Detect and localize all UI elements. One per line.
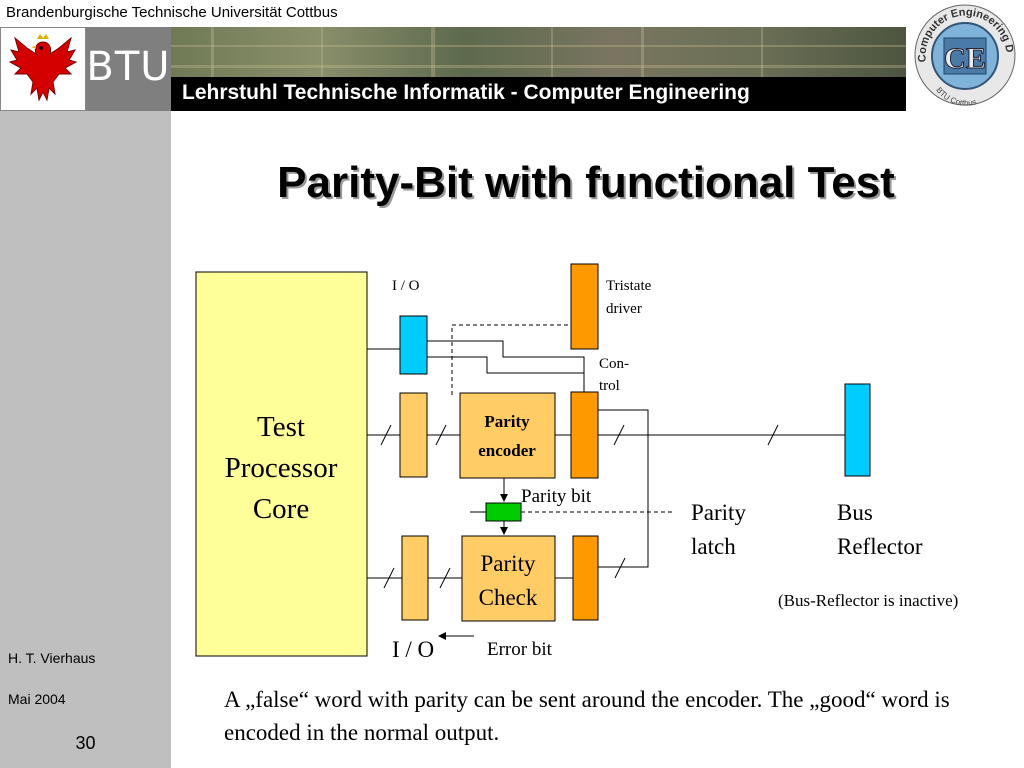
parity-latch-label-line-2: latch [691,534,736,559]
sidebar [0,110,171,768]
reflector-note: (Bus-Reflector is inactive) [778,591,958,610]
parity-check-block [461,535,556,622]
control-label-line-1: Con- [599,356,629,372]
control-label-line-2: trol [599,378,620,394]
input-driver [572,535,599,621]
ce-department-logo: Computer Engineering Dept. BTU Cottbus C… [906,0,1016,108]
processor-label-line-2: Processor [225,452,338,484]
check-label-line-1: Parity [481,551,536,576]
btu-logo-box [86,27,171,111]
processor-label-line-1: Test [257,411,305,443]
input-register [401,535,429,621]
footer-author: H. T. Vierhaus [8,650,96,666]
parity-latch-label-line-1: Parity [691,500,746,525]
bus-slashes [380,424,779,589]
bus-reflector-label-line-2: Reflector [837,534,923,559]
tristate-driver-block [570,263,599,350]
error-bit-label: Error bit [487,639,553,660]
page-number: 30 [75,733,96,753]
check-label-line-2: Check [479,585,538,610]
parity-latch-block [485,502,522,522]
parity-bit-label: Parity bit [521,486,592,507]
wires [367,340,845,640]
footer-date: Mai 2004 [8,691,66,707]
chair-banner [171,77,906,111]
parity-encoder-block [459,392,556,479]
output-register [399,392,428,478]
encoder-label-line-1: Parity [484,412,530,431]
processor-label-line-3: Core [253,493,309,525]
bypass-path [451,324,672,513]
btu-logo: BTU [86,44,171,90]
bus-reflector-block [844,383,871,477]
test-processor-core-block [195,271,368,657]
io-top-label: I / O [392,278,420,294]
io-bottom-label: I / O [392,637,434,662]
university-name: Brandenburgische Technische Universität … [6,4,338,21]
slide-title: Parity-Bit with functional Test [277,158,895,207]
io-register-top [399,315,428,375]
ce-logo-mark: CE [944,42,986,75]
output-driver [570,391,599,479]
slide-caption: A „false“ word with parity can be sent a… [224,687,950,745]
tristate-label-line-1: Tristate [606,278,652,294]
chair-name: Lehrstuhl Technische Informatik - Comput… [182,81,750,104]
eagle-icon [8,34,78,102]
encoder-label-line-2: encoder [478,441,536,460]
bus-reflector-label-line-1: Bus [837,500,873,525]
crest-logo [0,27,86,111]
tristate-label-line-2: driver [606,301,642,317]
